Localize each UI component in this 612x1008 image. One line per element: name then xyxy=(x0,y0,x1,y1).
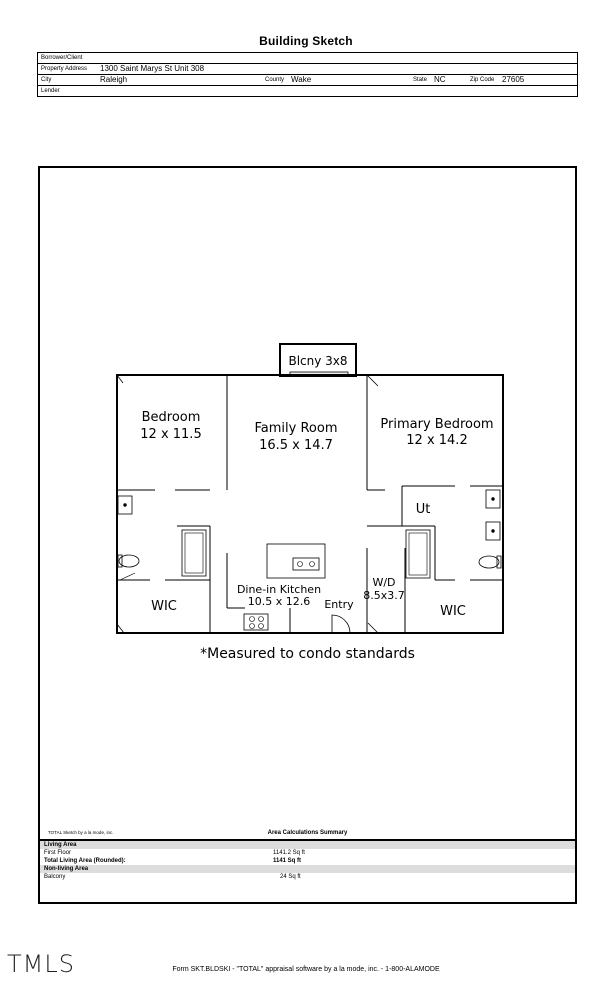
toilet-tank-left xyxy=(117,554,123,568)
nonliving-label: Non-living Area xyxy=(44,866,89,872)
corner-mark xyxy=(367,622,379,634)
primary-bedroom-name: Primary Bedroom xyxy=(380,417,493,432)
zip-value: 27605 xyxy=(502,75,525,84)
state-value: NC xyxy=(434,75,446,84)
form-footer: Form SKT.BLDSKI - "TOTAL" appraisal soft… xyxy=(172,966,440,973)
sink-bowl xyxy=(297,561,303,567)
address-row: Property Address 1300 Saint Marys St Uni… xyxy=(38,64,577,75)
nonliving-header: Non-living Area xyxy=(40,865,575,873)
total-value: 1141 Sq ft xyxy=(273,858,302,864)
borrower-row: Borrower/Client xyxy=(38,53,577,64)
living-area-header: Living Area xyxy=(40,841,575,849)
lender-row: Lender xyxy=(38,86,577,96)
outer-walls xyxy=(116,374,504,634)
first-floor-value: 1141.2 Sq ft xyxy=(273,850,305,856)
tub-inner-left xyxy=(184,532,204,574)
county-value: Wake xyxy=(291,75,312,84)
family-room-name: Family Room xyxy=(255,421,338,436)
property-info-table: Borrower/Client Property Address 1300 Sa… xyxy=(37,52,578,97)
corner-mark xyxy=(366,374,379,387)
sink-left xyxy=(117,495,133,515)
wd-dims: 8.5x3.7 xyxy=(363,589,405,602)
range xyxy=(243,613,269,631)
door-swing xyxy=(119,572,136,581)
total-row: Total Living Area (Rounded): 1141 Sq ft xyxy=(40,857,575,865)
sink-right-2 xyxy=(485,521,501,541)
wd-name: W/D xyxy=(372,576,395,589)
sketch-frame: Blcny 3x8 Bedroom 12 x 11.5 Family Room … xyxy=(38,166,577,904)
utility-label: Ut xyxy=(416,502,431,517)
tub-inner-right xyxy=(408,532,428,576)
address-value: 1300 Saint Marys St Unit 308 xyxy=(100,64,205,73)
city-row: City Raleigh County Wake State NC Zip Co… xyxy=(38,75,577,86)
corner-mark xyxy=(116,623,125,634)
first-floor-label: First Floor xyxy=(44,850,71,856)
area-summary-table: Living Area First Floor 1141.2 Sq ft Tot… xyxy=(40,839,575,881)
city-value: Raleigh xyxy=(100,75,128,84)
sketch-credit: TOTAL Sketch by a la mode, inc. xyxy=(48,830,114,835)
area-summary-title: Area Calculations Summary xyxy=(267,830,348,836)
burner xyxy=(258,616,264,622)
balcony-area-value: 24 Sq ft xyxy=(280,874,301,880)
tub-left xyxy=(181,529,207,577)
burner xyxy=(249,623,255,629)
wic-left-label: WIC xyxy=(151,599,177,614)
sink-drain xyxy=(491,497,495,501)
sink-bowl xyxy=(309,561,315,567)
burner xyxy=(258,623,264,629)
borrower-label: Borrower/Client xyxy=(41,55,83,61)
sink-drain xyxy=(123,503,127,507)
tub-right xyxy=(405,529,431,579)
burner xyxy=(249,616,255,622)
zip-label: Zip Code xyxy=(470,77,495,83)
kitchen-name: Dine-in Kitchen xyxy=(237,583,321,596)
state-label: State xyxy=(413,77,428,83)
kitchen-sink xyxy=(292,557,320,571)
corner-mark xyxy=(116,374,124,384)
first-floor-row: First Floor 1141.2 Sq ft xyxy=(40,849,575,857)
tmls-logo: TMLS xyxy=(7,950,75,978)
sink-drain xyxy=(491,529,495,533)
primary-bedroom-dims: 12 x 14.2 xyxy=(406,433,467,448)
address-label: Property Address xyxy=(41,66,88,72)
floor-plan: Blcny 3x8 Bedroom 12 x 11.5 Family Room … xyxy=(116,343,504,634)
wic-right-label: WIC xyxy=(440,604,466,619)
kitchen-island xyxy=(266,543,326,579)
toilet-tank-right xyxy=(496,555,502,569)
lender-label: Lender xyxy=(41,88,60,94)
total-label: Total Living Area (Rounded): xyxy=(44,858,126,864)
toilet-left xyxy=(118,554,140,568)
entry-label: Entry xyxy=(324,598,354,611)
family-room-dims: 16.5 x 14.7 xyxy=(259,438,333,453)
toilet-right xyxy=(478,555,500,569)
entry-door-swing xyxy=(331,614,351,634)
balcony-area-label: Balcony xyxy=(44,874,66,880)
balcony-row: Balcony 24 Sq ft xyxy=(40,873,575,881)
city-label: City xyxy=(41,77,52,83)
page-title: Building Sketch xyxy=(259,34,353,48)
bedroom-dims: 12 x 11.5 xyxy=(140,427,201,442)
living-area-label: Living Area xyxy=(44,842,77,848)
bedroom-name: Bedroom xyxy=(142,410,201,425)
kitchen-dims: 10.5 x 12.6 xyxy=(248,595,311,608)
county-label: County xyxy=(265,77,285,83)
sink-right-1 xyxy=(485,489,501,509)
condo-standards-note: *Measured to condo standards xyxy=(200,646,415,662)
balcony-label: Blcny 3x8 xyxy=(288,354,347,368)
